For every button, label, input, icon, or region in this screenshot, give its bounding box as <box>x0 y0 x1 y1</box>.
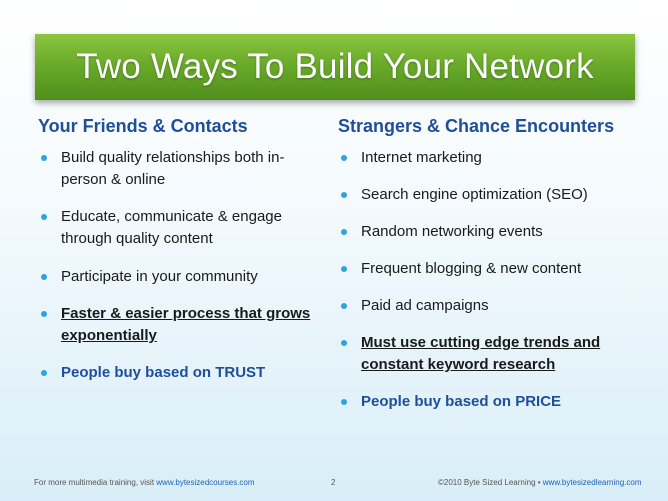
strangers-encounters-list: Internet marketing Search engine optimiz… <box>338 147 648 413</box>
list-item: People buy based on TRUST <box>38 362 328 384</box>
bullet-icon <box>341 303 347 309</box>
title-banner: Two Ways To Build Your Network <box>35 34 635 100</box>
slide-title: Two Ways To Build Your Network <box>76 47 594 86</box>
list-item: Frequent blogging & new content <box>338 258 648 280</box>
bullet-icon <box>341 229 347 235</box>
bullet-icon <box>41 311 47 317</box>
footer-copyright: ©2010 Byte Sized Learning • www.bytesize… <box>438 478 642 487</box>
friends-contacts-column: Your Friends & Contacts Build quality re… <box>38 116 328 384</box>
bullet-icon <box>341 155 347 161</box>
bullet-icon <box>41 370 47 376</box>
list-item: Random networking events <box>338 221 648 243</box>
list-item: Educate, communicate & engage through qu… <box>38 206 328 250</box>
bullet-icon <box>41 155 47 161</box>
bullet-icon <box>341 192 347 198</box>
bytesizedlearning-link[interactable]: www.bytesizedlearning.com <box>542 478 642 487</box>
bullet-icon <box>341 399 347 405</box>
list-item: People buy based on PRICE <box>338 391 648 413</box>
bullet-icon <box>341 266 347 272</box>
list-item: Build quality relationships both in-pers… <box>38 147 328 191</box>
footer-training-note: For more multimedia training, visit www.… <box>34 478 255 487</box>
strangers-encounters-heading: Strangers & Chance Encounters <box>338 116 615 136</box>
list-item: Faster & easier process that grows expon… <box>38 303 328 347</box>
strangers-encounters-column: Strangers & Chance Encounters Internet m… <box>338 116 648 428</box>
list-item: Paid ad campaigns <box>338 295 648 317</box>
list-item: Internet marketing <box>338 147 648 169</box>
bullet-icon <box>41 274 47 280</box>
bullet-icon <box>341 340 347 346</box>
list-item: Must use cutting edge trends and constan… <box>338 332 648 376</box>
bytesizedcourses-link[interactable]: www.bytesizedcourses.com <box>156 478 255 487</box>
page-number: 2 <box>331 478 336 487</box>
list-item: Search engine optimization (SEO) <box>338 184 648 206</box>
friends-contacts-list: Build quality relationships both in-pers… <box>38 147 328 384</box>
friends-contacts-heading: Your Friends & Contacts <box>38 116 248 136</box>
list-item: Participate in your community <box>38 266 328 288</box>
bullet-icon <box>41 214 47 220</box>
